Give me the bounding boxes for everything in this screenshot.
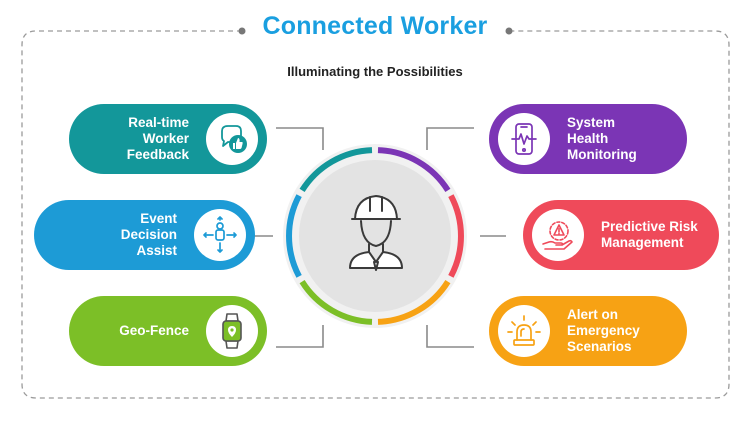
feature-label-geo-fence: Geo-Fence <box>119 323 189 338</box>
frame-dot-right <box>505 27 513 35</box>
connector-bottom-right <box>426 325 474 348</box>
page-title: Connected Worker <box>262 12 488 40</box>
connector-top-right <box>426 127 474 150</box>
ring-segment-blue <box>286 194 302 278</box>
ring-segments <box>286 147 464 325</box>
person-directions-icon <box>194 209 246 261</box>
page-subtitle: Illuminating the Possibilities <box>287 64 463 79</box>
ring-segment-teal <box>299 147 373 193</box>
worker-hard-hat-icon <box>349 195 403 271</box>
ring-segment-red <box>448 194 464 278</box>
connector-top-left <box>276 127 324 150</box>
connector-bottom-left <box>276 325 324 348</box>
chat-thumbs-up-icon <box>206 113 258 165</box>
center-disc <box>299 160 451 312</box>
frame-dot-left <box>238 27 246 35</box>
feature-geo-fence: Geo-Fence <box>69 296 267 366</box>
ring-segment-green <box>299 279 373 325</box>
ring-segment-orange <box>377 279 451 325</box>
alarm-light-icon <box>498 305 550 357</box>
smartwatch-icon <box>206 305 258 357</box>
dashed-frame <box>21 30 730 399</box>
hand-gear-warning-icon <box>532 209 584 261</box>
ring-segment-purple <box>377 147 451 193</box>
phone-heartbeat-icon <box>498 113 550 165</box>
